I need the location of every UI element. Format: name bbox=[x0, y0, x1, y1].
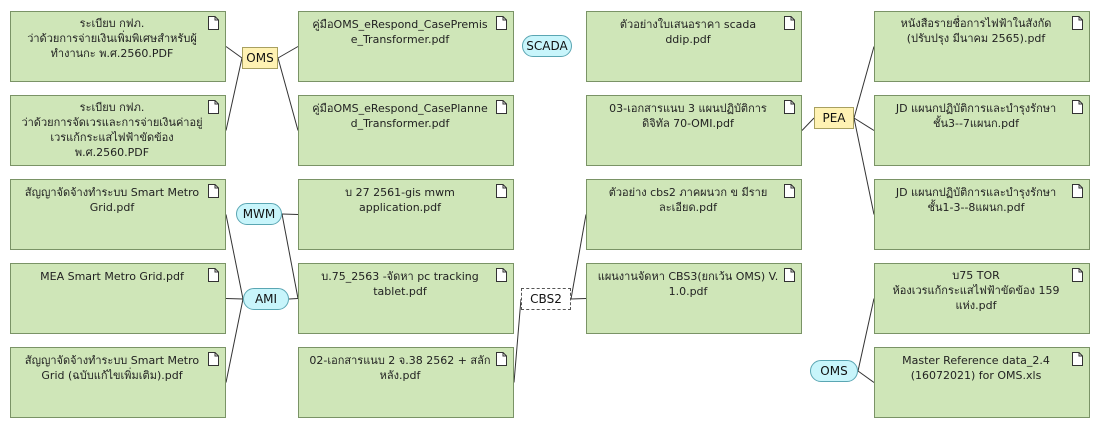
file-icon bbox=[208, 268, 219, 282]
document-title: แผนงานจัดหา CBS3(ยกเว้น OMS) V. 1.0.pdf bbox=[597, 270, 779, 298]
connector-g2-d9 bbox=[288, 298, 299, 300]
group-node-pea[interactable]: PEA bbox=[814, 107, 854, 129]
document-node[interactable]: สัญญาจัดจ้างทำระบบ Smart Metro Grid.pdf bbox=[10, 179, 226, 250]
connector-g1-d1 bbox=[225, 46, 243, 59]
connector-g3-d8 bbox=[281, 213, 299, 215]
file-icon bbox=[208, 100, 219, 114]
document-title: 02-เอกสารแนบ 2 จ.38 2562 + สลักหลัง.pdf bbox=[309, 354, 491, 382]
document-node[interactable]: บ 27 2561-gis mwm application.pdf bbox=[298, 179, 514, 250]
document-node[interactable]: MEA Smart Metro Grid.pdf bbox=[10, 263, 226, 334]
document-node[interactable]: คู่มือOMS_eRespond_CasePlanned_Transform… bbox=[298, 95, 514, 166]
document-node[interactable]: Master Reference data_2.4 (16072021) for… bbox=[874, 347, 1090, 418]
connector-g7-d19 bbox=[857, 370, 875, 383]
connector-g2-d5 bbox=[225, 298, 244, 383]
document-node[interactable]: JD แผนกปฏิบัติการและบำรุงรักษา ชั้น3--7แ… bbox=[874, 95, 1090, 166]
document-node[interactable]: บ75 TOR ห้องเวรแก้กระแสไฟฟ้าขัดข้อง 159 … bbox=[874, 263, 1090, 334]
file-icon bbox=[784, 100, 795, 114]
document-title: คู่มือOMS_eRespond_CasePlanned_Transform… bbox=[312, 102, 488, 130]
document-title: คู่มือOMS_eRespond_CasePremise_Transform… bbox=[312, 18, 488, 46]
group-node-oms[interactable]: OMS bbox=[810, 360, 858, 382]
group-node-oms[interactable]: OMS bbox=[242, 47, 278, 69]
file-icon bbox=[496, 352, 507, 366]
document-node[interactable]: หนังสือรายชื่อการไฟฟ้าในสังกัด (ปรับปรุง… bbox=[874, 11, 1090, 82]
document-title: JD แผนกปฏิบัติการและบำรุงรักษา ชั้น3--7แ… bbox=[895, 102, 1057, 130]
document-title: ตัวอย่างใบเสนอราคา scada ddip.pdf bbox=[619, 18, 757, 46]
connector-g5-d10 bbox=[513, 298, 522, 383]
file-icon bbox=[496, 16, 507, 30]
document-title: บ75 TOR ห้องเวรแก้กระแสไฟฟ้าขัดข้อง 159 … bbox=[892, 269, 1060, 312]
document-title: ระเบียบ กฟภ. ว่าด้วยการจ่ายเงินเพิ่มพิเศ… bbox=[27, 17, 197, 60]
connector-g7-d18 bbox=[857, 298, 875, 372]
document-title: MEA Smart Metro Grid.pdf bbox=[40, 270, 184, 283]
connector-g2-d3 bbox=[225, 214, 244, 300]
document-title: บ.75_2563 -จัดหา pc tracking tablet.pdf bbox=[321, 270, 479, 298]
file-icon bbox=[1072, 184, 1083, 198]
connector-g3-d9 bbox=[281, 213, 299, 299]
file-icon bbox=[784, 268, 795, 282]
document-title: Master Reference data_2.4 (16072021) for… bbox=[902, 354, 1050, 382]
group-node-scada[interactable]: SCADA bbox=[522, 35, 572, 57]
file-icon bbox=[208, 16, 219, 30]
document-node[interactable]: 03-เอกสารแนบ 3 แผนปฏิบัติการดิจิทัล 70-O… bbox=[586, 95, 802, 166]
document-node[interactable]: JD แผนกปฏิบัติการและบำรุงรักษา ชั้น1-3--… bbox=[874, 179, 1090, 250]
document-title: หนังสือรายชื่อการไฟฟ้าในสังกัด (ปรับปรุง… bbox=[900, 17, 1052, 45]
document-node[interactable]: ตัวอย่าง cbs2 ภาคผนวก ข มีรายละเอียด.pdf bbox=[586, 179, 802, 250]
file-icon bbox=[1072, 100, 1083, 114]
document-node[interactable]: ตัวอย่างใบเสนอราคา scada ddip.pdf bbox=[586, 11, 802, 82]
document-node[interactable]: คู่มือOMS_eRespond_CasePremise_Transform… bbox=[298, 11, 514, 82]
document-title: 03-เอกสารแนบ 3 แผนปฏิบัติการดิจิทัล 70-O… bbox=[609, 102, 767, 130]
document-node[interactable]: ระเบียบ กฟภ. ว่าด้วยการจ่ายเงินเพิ่มพิเศ… bbox=[10, 11, 226, 82]
document-title: ตัวอย่าง cbs2 ภาคผนวก ข มีรายละเอียด.pdf bbox=[608, 186, 768, 214]
document-node[interactable]: แผนงานจัดหา CBS3(ยกเว้น OMS) V. 1.0.pdf bbox=[586, 263, 802, 334]
file-icon bbox=[1072, 16, 1083, 30]
file-icon bbox=[496, 184, 507, 198]
document-node[interactable]: ระเบียบ กฟภ. ว่าด้วยการจัดเวรและการจ่ายเ… bbox=[10, 95, 226, 166]
file-icon bbox=[208, 184, 219, 198]
file-icon bbox=[1072, 352, 1083, 366]
document-node[interactable]: สัญญาจัดจ้างทำระบบ Smart Metro Grid (ฉบั… bbox=[10, 347, 226, 418]
document-title: JD แผนกปฏิบัติการและบำรุงรักษา ชั้น1-3--… bbox=[895, 186, 1057, 214]
document-node[interactable]: 02-เอกสารแนบ 2 จ.38 2562 + สลักหลัง.pdf bbox=[298, 347, 514, 418]
connector-g5-d14 bbox=[570, 298, 587, 300]
connector-g1-d7 bbox=[277, 57, 299, 131]
document-title: บ 27 2561-gis mwm application.pdf bbox=[345, 186, 455, 214]
file-icon bbox=[496, 268, 507, 282]
connector-g6-d17 bbox=[853, 117, 875, 215]
group-node-mwm[interactable]: MWM bbox=[236, 203, 282, 225]
file-icon bbox=[496, 100, 507, 114]
file-icon bbox=[784, 184, 795, 198]
document-title: สัญญาจัดจ้างทำระบบ Smart Metro Grid.pdf bbox=[24, 186, 200, 214]
file-icon bbox=[784, 16, 795, 30]
connector-g6-d16 bbox=[853, 117, 875, 131]
connector-g6-d12 bbox=[801, 117, 815, 131]
connector-g1-d6 bbox=[277, 46, 299, 59]
connector-g6-d15 bbox=[853, 46, 875, 119]
connector-g2-d4 bbox=[225, 298, 244, 300]
group-node-ami[interactable]: AMI bbox=[243, 288, 289, 310]
file-icon bbox=[208, 352, 219, 366]
connector-g5-d13 bbox=[570, 214, 587, 300]
connector-g1-d2 bbox=[225, 57, 243, 131]
group-node-cbs2[interactable]: CBS2 bbox=[521, 288, 571, 310]
document-title: ระเบียบ กฟภ. ว่าด้วยการจัดเวรและการจ่ายเ… bbox=[21, 101, 203, 159]
document-title: สัญญาจัดจ้างทำระบบ Smart Metro Grid (ฉบั… bbox=[24, 354, 200, 382]
document-node[interactable]: บ.75_2563 -จัดหา pc tracking tablet.pdf bbox=[298, 263, 514, 334]
file-icon bbox=[1072, 268, 1083, 282]
